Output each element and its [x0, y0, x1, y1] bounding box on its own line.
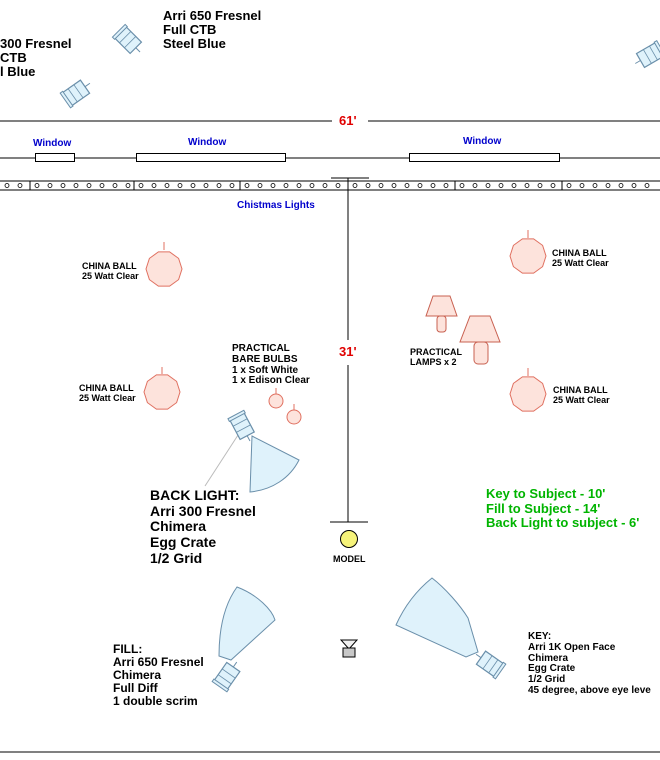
camera-icon: [339, 639, 359, 658]
window-1: [35, 153, 75, 162]
china-ball-3-label: CHINA BALL 25 Watt Clear: [79, 383, 136, 403]
key-light-label: KEY: Arri 1K Open Face Chimera Egg Crate…: [528, 631, 651, 696]
practical-lamp-small-icon: [425, 295, 458, 333]
christmas-light-bulb: [404, 183, 410, 188]
christmas-light-bulb: [164, 183, 170, 188]
china-ball-2-label: CHINA BALL 25 Watt Clear: [552, 248, 609, 268]
christmas-light-bulb: [99, 183, 105, 188]
width-dimension-label: 61': [339, 113, 357, 128]
top-left-light-label: 300 Fresnel CTB l Blue: [0, 36, 72, 80]
china-ball-4-label: CHINA BALL 25 Watt Clear: [553, 385, 610, 405]
fill-light-label: FILL: Arri 650 Fresnel Chimera Full Diff…: [113, 642, 204, 708]
christmas-light-bulb: [511, 183, 517, 188]
christmas-light-bulb: [309, 183, 315, 188]
back-light-softbox-icon: [204, 409, 300, 493]
christmas-light-bulb: [229, 183, 235, 188]
christmas-light-bulb: [459, 183, 465, 188]
fresnel-top-center-icon: [111, 23, 147, 59]
christmas-light-bulb: [485, 183, 491, 188]
practical-lamp-large-icon: [459, 315, 501, 365]
christmas-lights-label: Chistmas Lights: [237, 200, 315, 211]
christmas-light-bulb: [352, 183, 358, 188]
christmas-light-bulb: [644, 183, 650, 188]
distances-label: Key to Subject - 10' Fill to Subject - 1…: [486, 486, 640, 531]
practical-lamps-label: PRACTICAL LAMPS x 2: [410, 347, 462, 367]
christmas-light-bulb: [378, 183, 384, 188]
christmas-light-bulb: [296, 183, 302, 188]
model-label: MODEL: [333, 554, 366, 564]
practical-bulbs-label: PRACTICAL BARE BULBS 1 x Soft White 1 x …: [232, 343, 310, 387]
bare-bulb-icon: [286, 404, 302, 425]
christmas-light-bulb: [283, 183, 289, 188]
china-ball-1-icon: [145, 242, 183, 287]
christmas-light-bulb: [618, 183, 624, 188]
depth-dimension-label: 31': [339, 344, 357, 359]
christmas-light-bulb: [86, 183, 92, 188]
christmas-light-bulb: [190, 183, 196, 188]
christmas-light-bulb: [270, 183, 276, 188]
fresnel-top-right-icon: [630, 40, 660, 72]
christmas-light-bulb: [73, 183, 79, 188]
christmas-light-bulb: [391, 183, 397, 188]
key-light-softbox-icon: [395, 577, 507, 680]
christmas-light-bulb: [498, 183, 504, 188]
china-ball-3-icon: [143, 367, 181, 410]
depth-dimension-line: [330, 177, 369, 523]
christmas-light-bulb: [472, 183, 478, 188]
back-light-label: BACK LIGHT: Arri 300 Fresnel Chimera Egg…: [150, 487, 256, 566]
window-label-2: Window: [188, 137, 227, 148]
christmas-light-bulb: [34, 183, 40, 188]
christmas-light-bulb: [177, 183, 183, 188]
bare-bulb-icon: [268, 388, 284, 409]
christmas-light-bulb: [138, 183, 144, 188]
china-ball-4-icon: [509, 368, 547, 412]
christmas-light-bulb: [592, 183, 598, 188]
christmas-lights-string: [0, 180, 660, 191]
top-center-light-label: Arri 650 Fresnel Full CTB Steel Blue: [163, 8, 262, 52]
window-2: [136, 153, 286, 162]
window-3: [409, 153, 560, 162]
window-label-1: Window: [33, 138, 72, 149]
window-label-3: Window: [463, 136, 502, 147]
christmas-light-bulb: [203, 183, 209, 188]
christmas-light-bulb: [335, 183, 341, 188]
christmas-light-bulb: [631, 183, 637, 188]
christmas-light-bulb: [47, 183, 53, 188]
christmas-light-bulb: [566, 183, 572, 188]
christmas-light-bulb: [125, 183, 131, 188]
christmas-light-bulb: [257, 183, 263, 188]
christmas-light-bulb: [216, 183, 222, 188]
christmas-light-bulb: [430, 183, 436, 188]
fresnel-top-left-icon: [59, 75, 96, 109]
christmas-light-bulb: [17, 183, 23, 188]
christmas-light-bulb: [537, 183, 543, 188]
christmas-light-bulb: [151, 183, 157, 188]
christmas-light-bulb: [417, 183, 423, 188]
fill-light-softbox-icon: [211, 586, 276, 693]
christmas-light-bulb: [443, 183, 449, 188]
china-ball-1-label: CHINA BALL 25 Watt Clear: [82, 261, 139, 281]
christmas-light-bulb: [322, 183, 328, 188]
christmas-light-bulb: [60, 183, 66, 188]
christmas-light-bulb: [550, 183, 556, 188]
christmas-light-bulb: [244, 183, 250, 188]
model-icon: [340, 530, 358, 548]
christmas-light-bulb: [605, 183, 611, 188]
christmas-light-bulb: [579, 183, 585, 188]
christmas-light-bulb: [365, 183, 371, 188]
christmas-light-bulb: [112, 183, 118, 188]
china-ball-2-icon: [509, 230, 547, 274]
christmas-light-bulb: [4, 183, 10, 188]
christmas-light-bulb: [524, 183, 530, 188]
